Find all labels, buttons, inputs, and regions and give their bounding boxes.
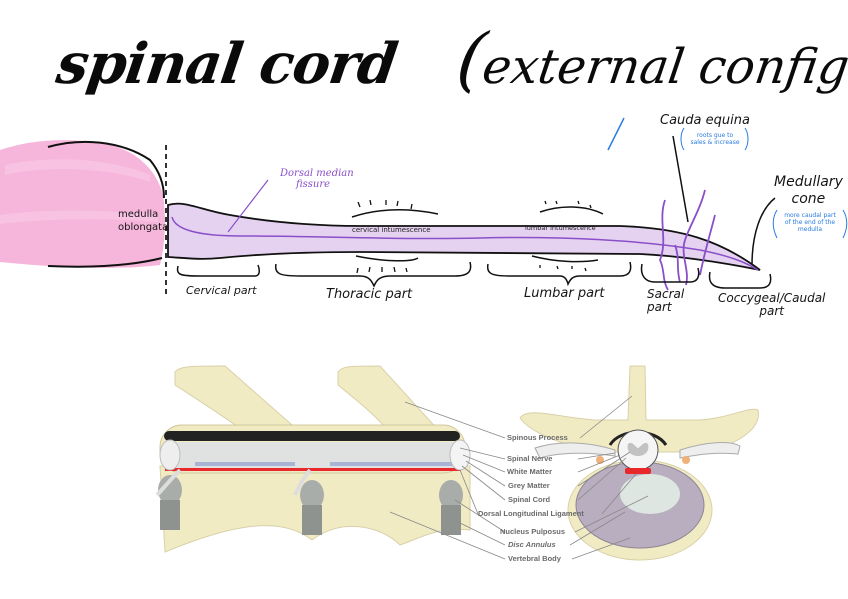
medullary-cone-line1: Medullary xyxy=(774,174,843,190)
spinal-nerve-root-mid xyxy=(293,468,312,496)
lumbar-intumescence-ticks xyxy=(539,200,592,272)
leader-lines xyxy=(389,395,649,560)
cauda-note-line1: roots gue to xyxy=(696,132,734,139)
label-white-matter: White Matter xyxy=(507,467,552,476)
cervical-intumescence-arc-top xyxy=(351,209,439,218)
dorsal-median-line2: fissure xyxy=(296,179,331,190)
dorsal-median-fissure-label: Dorsal median fissure xyxy=(280,168,354,190)
fissure-pointer xyxy=(227,179,269,233)
medulla-oblongata-label: medulla oblongata xyxy=(118,208,168,234)
spinal-nerve-root-left xyxy=(155,468,182,497)
cervical-intumescence-ticks xyxy=(356,199,413,274)
cross-spinal-nerve-right xyxy=(679,442,741,459)
medullary-cone-label: Medullary cone xyxy=(774,174,843,208)
cauda-equina-pointer xyxy=(672,135,689,223)
lumbar-intumescence-arc-bottom xyxy=(531,255,599,263)
brace-thoracic xyxy=(274,261,472,288)
cauda-equina-note: roots gue to sales & increase xyxy=(686,132,744,146)
label-dorsal-longitudinal-ligament: Dorsal Longitudinal Ligament xyxy=(478,509,584,518)
coccygeal-line2: part xyxy=(759,304,784,318)
cylinder-end-left xyxy=(159,439,181,471)
cross-nucleus-pulposus xyxy=(620,474,680,514)
dorsal-median-fissure xyxy=(171,216,759,271)
thoracic-part-label: Thoracic part xyxy=(326,287,413,302)
cone-note-bracket xyxy=(772,209,848,239)
cauda-note-bracket xyxy=(680,127,749,151)
label-spinous-process: Spinous Process xyxy=(507,433,568,442)
sacral-line1: Sacral xyxy=(647,287,685,301)
medulla-label-line2: oblongata xyxy=(118,222,169,233)
label-spinal-cord: Spinal Cord xyxy=(508,495,551,504)
cross-ligament xyxy=(625,468,651,474)
cone-note-line1: more caudal part xyxy=(784,212,836,219)
cauda-equina-label: Cauda equina xyxy=(660,113,750,128)
label-spinal-nerve: Spinal Nerve xyxy=(507,454,553,463)
brace-lumbar xyxy=(486,261,632,287)
medulla-label-line1: medulla xyxy=(118,209,159,220)
part-braces xyxy=(176,261,772,289)
grey-band-left xyxy=(195,462,295,466)
spinous-process-right xyxy=(337,365,442,433)
medullary-cone-line2: cone xyxy=(791,191,826,207)
coccygeal-part-label: Coccygeal/Caudal part xyxy=(718,292,825,318)
dura-dark-band xyxy=(164,431,460,441)
spinous-process-left xyxy=(174,365,302,433)
label-grey-matter: Grey Matter xyxy=(508,481,550,490)
intervertebral-discs xyxy=(158,475,463,535)
cone-note-line3: medulla xyxy=(797,226,823,233)
dorsal-median-line1: Dorsal median xyxy=(280,168,354,179)
cauda-note-line2: sales & increase xyxy=(690,139,740,146)
cross-grey-matter xyxy=(627,442,649,456)
coccygeal-line1: Coccygeal/Caudal xyxy=(718,291,826,305)
label-disc-annulus: Disc Annulus xyxy=(508,540,556,549)
medullary-cone-pointer xyxy=(751,197,776,266)
brain-highlight xyxy=(5,159,150,182)
medullary-cone-note: more caudal part of the end of the medul… xyxy=(778,212,842,233)
ligament-red-band xyxy=(165,468,461,471)
grey-band-right xyxy=(330,462,455,466)
cone-note-line2: of the end of the xyxy=(784,219,836,226)
brace-sacral xyxy=(640,263,700,283)
lumbar-part-label: Lumbar part xyxy=(524,286,605,301)
brace-cervical xyxy=(176,264,260,277)
brain-highlight xyxy=(0,210,158,224)
lumbar-intumescence-arc-top xyxy=(539,206,604,215)
cauda-equina-roots xyxy=(659,189,716,291)
cross-nerve-dot-right xyxy=(682,456,690,464)
label-vertebral-body: Vertebral Body xyxy=(508,554,561,563)
lumbar-intumescence-label: lumbar intumescence xyxy=(525,224,596,232)
cylinder-end-right xyxy=(449,439,471,471)
cord-body xyxy=(167,202,761,271)
brain-outline xyxy=(47,140,165,268)
brace-coccygeal xyxy=(708,271,772,289)
blue-stroke xyxy=(607,117,625,151)
cervical-part-label: Cervical part xyxy=(186,284,257,297)
cervical-intumescence-arc-bottom xyxy=(355,255,419,262)
sacral-line2: part xyxy=(647,300,672,314)
label-nucleus-pulposus: Nucleus Pulposus xyxy=(500,527,566,536)
cervical-intumescence-label: cervical intumescence xyxy=(352,226,431,234)
sacral-part-label: Sacral part xyxy=(647,288,684,314)
